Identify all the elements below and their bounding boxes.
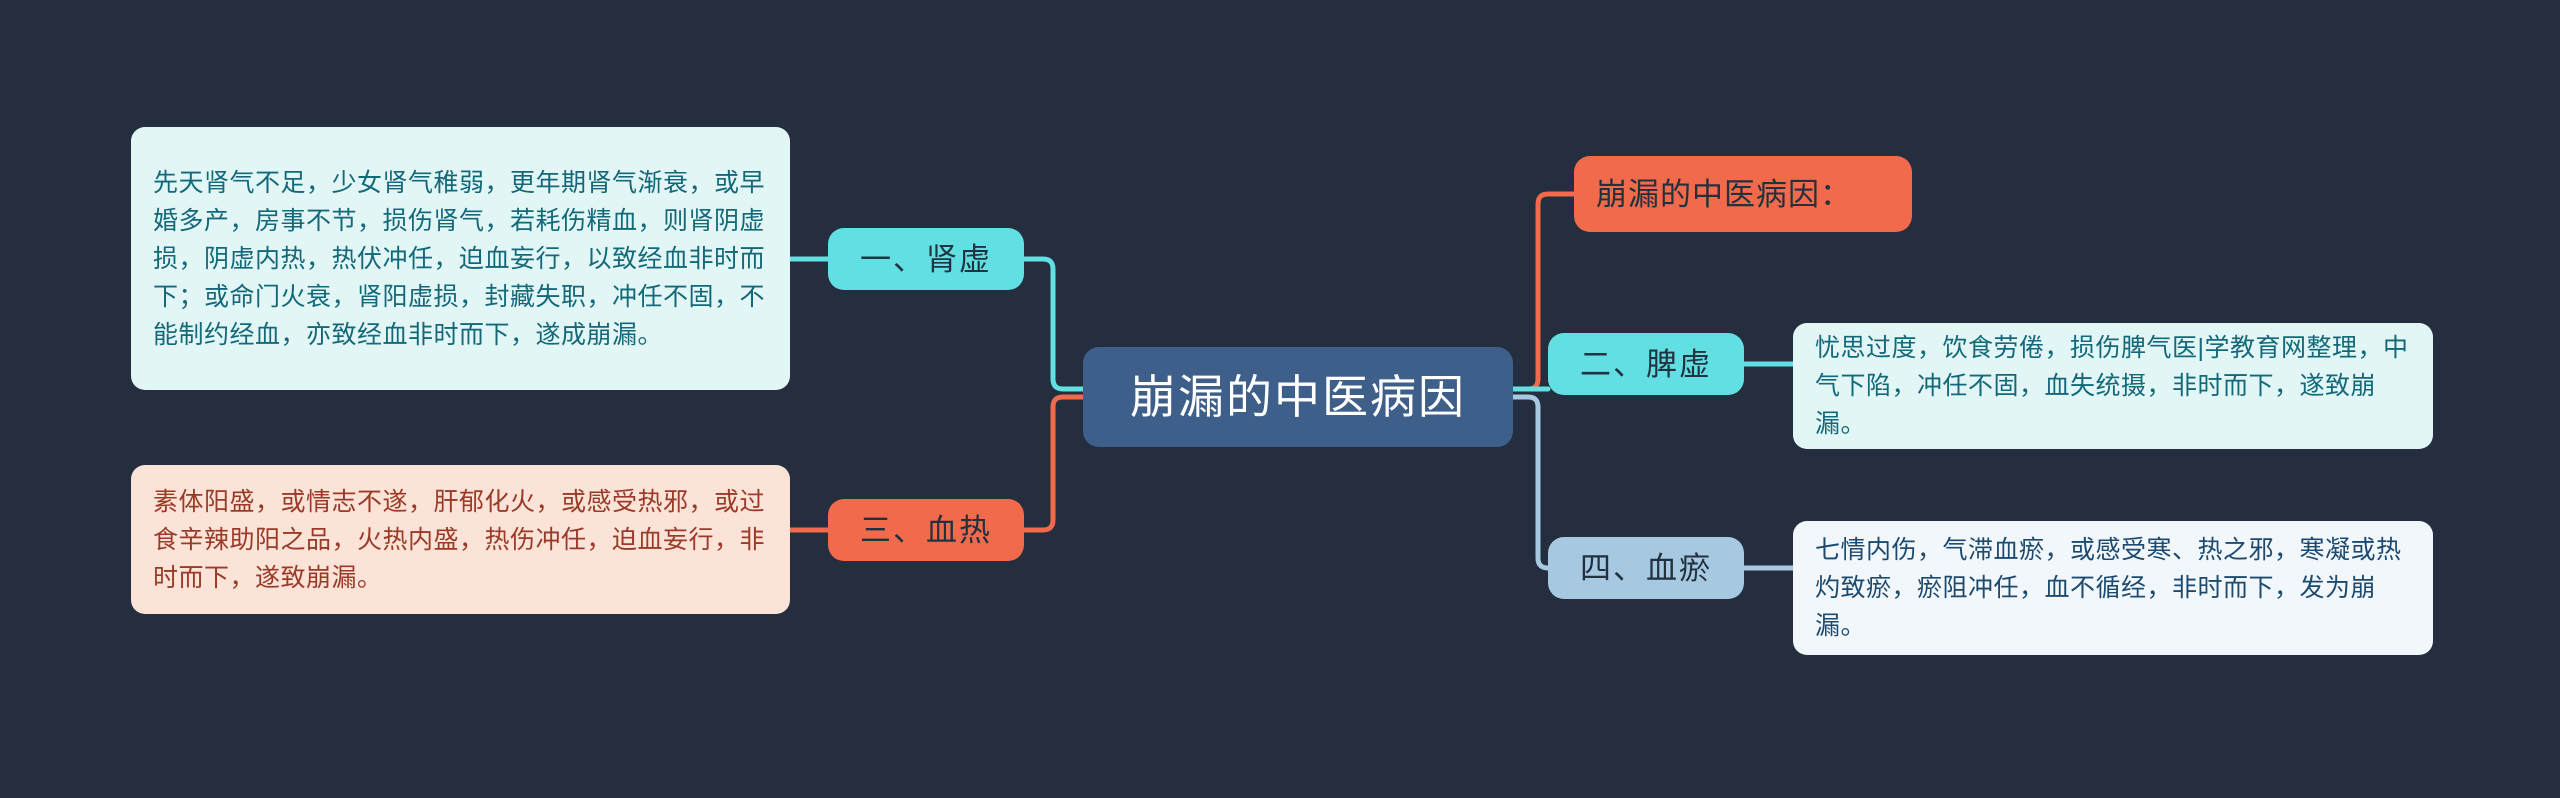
detail-box-shen-xu: 先天肾气不足，少女肾气稚弱，更年期肾气渐衰，或早婚多产，房事不节，损伤肾气，若耗… [131,127,790,390]
branch-node-xue-re[interactable]: 三、血热 [828,499,1024,561]
branch-label-shen-xu: 一、肾虚 [860,241,992,277]
root-label: 崩漏的中医病因 [1130,371,1466,423]
detail-text-xue-yu: 七情内伤，气滞血瘀，或感受寒、热之邪，寒凝或热灼致瘀，瘀阻冲任，血不循经，非时而… [1815,536,2402,640]
branch-label-pi-xu: 二、脾虚 [1580,346,1712,382]
connector-root-to-shenxu [1021,256,1086,392]
branch-node-pi-xu[interactable]: 二、脾虚 [1548,333,1744,395]
branch-label-xue-re: 三、血热 [860,512,992,548]
detail-text-shen-xu: 先天肾气不足，少女肾气稚弱，更年期肾气渐衰，或早婚多产，房事不节，损伤肾气，若耗… [153,168,766,349]
branch-node-shen-xu[interactable]: 一、肾虚 [828,228,1024,290]
detail-box-pi-xu: 忧思过度，饮食劳倦，损伤脾气医|学教育网整理，中气下陷，冲任不固，血失统摄，非时… [1793,323,2433,449]
branch-label-title-note: 崩漏的中医病因： [1596,176,1852,212]
branch-node-xue-yu[interactable]: 四、血瘀 [1548,537,1744,599]
detail-text-pi-xu: 忧思过度，饮食劳倦，损伤脾气医|学教育网整理，中气下陷，冲任不固，血失统摄，非时… [1815,334,2409,438]
detail-box-xue-re: 素体阳盛，或情志不遂，肝郁化火，或感受热邪，或过食辛辣助阳之品，火热内盛，热伤冲… [131,465,790,614]
detail-text-xue-re: 素体阳盛，或情志不遂，肝郁化火，或感受热邪，或过食辛辣助阳之品，火热内盛，热伤冲… [153,487,766,592]
connector-root-to-xueyu [1510,394,1551,571]
connector-root-to-xuere [1021,394,1086,533]
branch-node-title-note[interactable]: 崩漏的中医病因： [1574,156,1912,232]
detail-box-xue-yu: 七情内伤，气滞血瘀，或感受寒、热之邪，寒凝或热灼致瘀，瘀阻冲任，血不循经，非时而… [1793,521,2433,655]
root-node[interactable]: 崩漏的中医病因 [1083,347,1513,447]
branch-label-xue-yu: 四、血瘀 [1580,550,1712,586]
